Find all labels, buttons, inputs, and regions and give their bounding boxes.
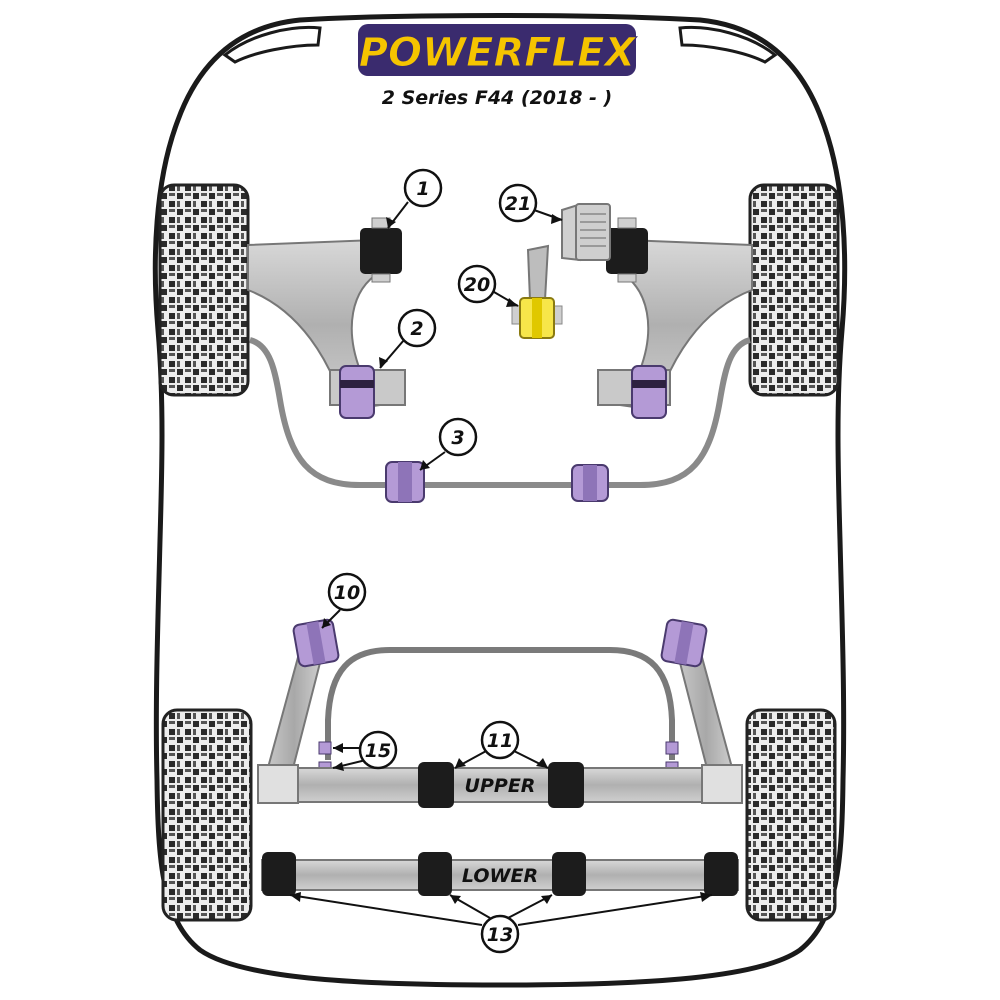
car-body-outline — [152, 13, 848, 988]
front-arb-bush-right — [571, 464, 609, 502]
callout-21: 21 — [498, 183, 538, 223]
bush-rear-link-right — [660, 618, 708, 668]
callout-10-number: 10 — [334, 582, 360, 604]
callout-13: 13 — [480, 914, 520, 954]
right-headlight — [678, 26, 778, 64]
rear-lower-arm — [261, 859, 739, 891]
lower-label: LOWER — [462, 865, 538, 887]
engine-mount-21 — [561, 203, 611, 262]
callout-1-number: 1 — [416, 178, 429, 200]
rear-right-tyre — [745, 708, 837, 922]
callout-3-number: 3 — [451, 427, 464, 449]
callout-15: 15 — [358, 730, 398, 770]
callout-11: 11 — [480, 720, 520, 760]
callout-20: 20 — [457, 264, 497, 304]
engine-mount-20 — [511, 244, 563, 339]
bush-front-wishbone-rear-left — [329, 365, 406, 419]
front-arb-bush-left — [385, 461, 425, 503]
callout-13-number: 13 — [487, 924, 513, 946]
bush-lower-arm-outer-right — [704, 852, 738, 896]
powerflex-logo: POWERFLEX — [358, 24, 638, 77]
model-title: 2 Series F44 (2018 - ) — [382, 87, 613, 109]
bush-upper-arm-right — [548, 762, 584, 808]
bush-lower-arm-outer-left — [262, 852, 296, 896]
callout-2: 2 — [397, 308, 437, 348]
left-headlight — [222, 26, 322, 64]
callout-2-number: 2 — [410, 318, 423, 340]
callout-10: 10 — [327, 572, 367, 612]
callout-20-number: 20 — [464, 274, 490, 296]
upper-label: UPPER — [465, 775, 536, 797]
callout-3: 3 — [438, 417, 478, 457]
callout-1: 1 — [403, 168, 443, 208]
leader-arrowheads — [290, 214, 712, 904]
callout-15-number: 15 — [365, 740, 391, 762]
callout-21-number: 21 — [505, 193, 531, 215]
rear-left-tyre — [161, 708, 253, 922]
upper-arm-end-left — [257, 764, 299, 804]
rear-anti-roll-bar — [325, 647, 675, 760]
front-anti-roll-bar — [248, 337, 752, 488]
bush-front-wishbone-front-right — [606, 217, 648, 283]
bush-lower-arm-inner-left — [418, 852, 452, 896]
front-left-tyre — [158, 183, 250, 397]
bush-lower-arm-inner-right — [552, 852, 586, 896]
logo-text: POWERFLEX — [359, 30, 638, 76]
front-right-tyre — [748, 183, 840, 397]
bush-front-wishbone-rear-right — [597, 365, 671, 419]
bush-upper-arm-left — [418, 762, 454, 808]
callout-11-number: 11 — [487, 730, 513, 752]
upper-arm-end-right — [701, 764, 743, 804]
bush-rear-link-left — [292, 618, 340, 668]
rear-upper-arm — [259, 767, 741, 803]
